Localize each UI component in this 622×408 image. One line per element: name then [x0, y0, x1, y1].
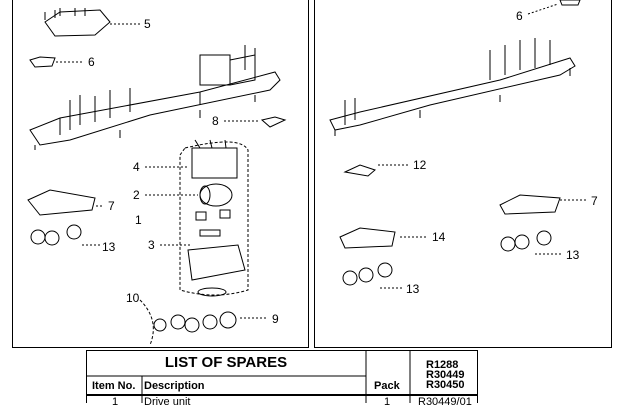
callout-6-left: 6	[88, 55, 95, 69]
callout-2: 2	[133, 188, 140, 202]
callout-12: 12	[413, 158, 427, 172]
left-diagram-panel	[12, 0, 309, 348]
spares-table: LIST OF SPARES Item No. Description Pack…	[86, 350, 478, 408]
callout-7-right: 7	[591, 194, 598, 208]
col-description-header: Description	[144, 380, 205, 392]
row1-code: R30449/01	[418, 396, 472, 408]
right-diagram-panel	[314, 0, 612, 348]
row1-pack: 1	[384, 396, 391, 408]
callout-5: 5	[144, 17, 151, 31]
spares-table-grid	[86, 350, 478, 403]
callout-10: 10	[126, 291, 140, 305]
row1-item: 1	[112, 396, 119, 408]
callout-6-right: 6	[516, 9, 523, 23]
pack-code-1: R1288	[426, 359, 459, 371]
callout-1: 1	[135, 213, 142, 227]
callout-14: 14	[432, 230, 446, 244]
pack-code-3: R30450	[426, 379, 465, 391]
row1-description: Drive unit	[144, 396, 191, 408]
callout-13-right-b: 13	[406, 282, 420, 296]
callout-7-left: 7	[108, 199, 115, 213]
col-pack-header: Pack	[374, 380, 400, 392]
table-title: LIST OF SPARES	[164, 354, 288, 371]
callout-9: 9	[272, 312, 279, 326]
col-item-header: Item No.	[92, 380, 136, 392]
callout-4: 4	[133, 160, 140, 174]
callout-13-right-a: 13	[566, 248, 580, 262]
pack-code-2: R30449	[426, 369, 465, 381]
callout-8: 8	[212, 114, 219, 128]
callout-13-left: 13	[102, 240, 116, 254]
callout-3: 3	[148, 238, 155, 252]
